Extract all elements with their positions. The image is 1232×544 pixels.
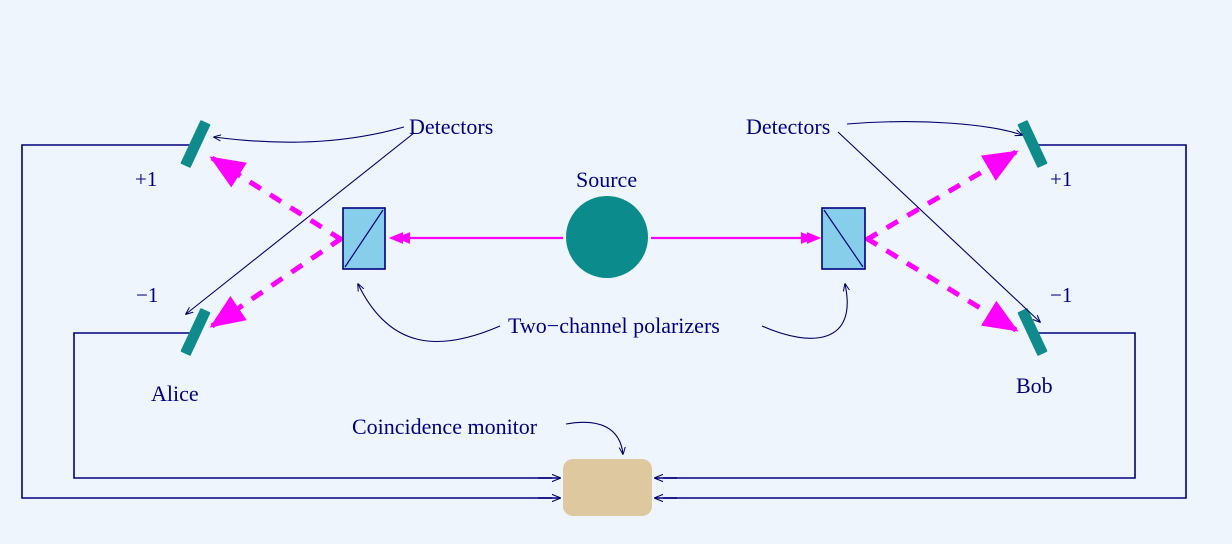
leader-detectors-left-to-plus: [214, 126, 405, 143]
detector-bob-minus: [1017, 308, 1048, 356]
label-alice-minus-one: −1: [136, 283, 159, 307]
detector-bob-plus: [1017, 120, 1048, 168]
label-alice-plus-one: +1: [135, 167, 158, 191]
two-channel-polarizer-alice: [342, 207, 386, 270]
label-source: Source: [576, 167, 638, 192]
leader-detectors-right-to-plus: [846, 121, 1022, 135]
label-bob-minus-one: −1: [1050, 283, 1073, 307]
outer-wire-bob-plus: [663, 144, 1187, 499]
channel-bob-plus: [864, 149, 1019, 243]
inner-wire-alice-minus: [73, 332, 552, 479]
channel-alice-plus: [209, 155, 344, 243]
leader-lines: [186, 121, 1040, 454]
coincidence-monitor-box: [563, 459, 652, 516]
label-detectors-right: Detectors: [746, 114, 831, 139]
leader-polarizers-to-left: [358, 284, 501, 343]
leader-detectors-left-to-minus: [186, 132, 415, 314]
photon-pair-source: [566, 196, 648, 278]
outer-wire-alice-plus: [21, 144, 552, 499]
leader-monitor-to-box: [565, 421, 623, 454]
monitor-input-arrows: [538, 478, 677, 498]
channel-alice-minus: [209, 235, 344, 329]
inner-wire-bob-minus: [663, 332, 1136, 479]
leader-polarizers-to-right: [761, 284, 847, 339]
label-alice: Alice: [151, 381, 199, 406]
label-detectors-left: Detectors: [409, 114, 494, 139]
leader-detectors-right-to-minus: [837, 131, 1040, 322]
detector-alice-plus: [180, 120, 211, 168]
label-bob-plus-one: +1: [1050, 167, 1073, 191]
label-two-channel-polarizers: Two−channel polarizers: [508, 313, 720, 338]
detector-alice-minus: [180, 308, 211, 356]
two-channel-polarizer-bob: [821, 207, 866, 270]
channel-bob-minus: [864, 235, 1019, 333]
wiring-frames: [21, 144, 1187, 499]
label-coincidence-monitor: Coincidence monitor: [352, 414, 538, 439]
label-bob: Bob: [1016, 373, 1053, 398]
